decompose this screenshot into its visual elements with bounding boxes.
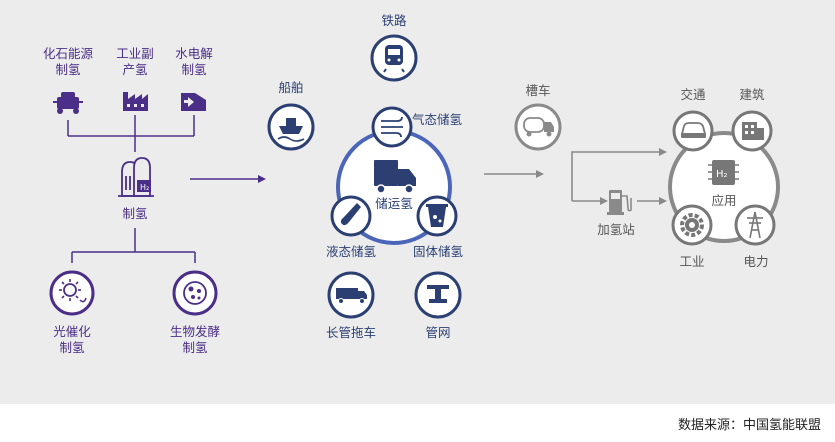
electrolysis-icon — [181, 93, 206, 111]
railway-label: 铁路 — [381, 13, 407, 28]
flow-arrows — [190, 148, 667, 205]
hydrogen-tank-icon: H₂ — [118, 157, 154, 197]
industry-label: 工业 — [679, 254, 705, 269]
production-connectors — [67, 115, 196, 263]
pipeline-label: 管网 — [425, 325, 451, 340]
ship-label: 船舶 — [278, 80, 304, 95]
data-source-note: 数据来源：中国氢能联盟 — [677, 418, 821, 433]
truck-icon — [374, 160, 416, 194]
hydrogen-station-label: 加氢站 — [597, 222, 635, 237]
photocatalysis-label: 光催化制氢 — [53, 324, 91, 355]
liquid-storage-icon — [330, 195, 372, 237]
tank-truck-icon — [514, 103, 562, 151]
building-label: 建筑 — [739, 87, 765, 102]
electrolysis-label: 水电解制氢 — [175, 46, 213, 77]
hydrogen-production-label: 制氢 — [122, 206, 148, 221]
solid-storage-label: 固体储氢 — [412, 244, 463, 259]
industry-gear-icon — [671, 204, 713, 246]
liquid-storage-label: 液态储氢 — [325, 244, 376, 259]
power-label: 电力 — [743, 254, 769, 269]
gas-storage-icon — [371, 106, 413, 148]
chip-icon: H₂ — [708, 160, 739, 185]
biofermentation-label: 生物发酵制氢 — [169, 324, 220, 355]
gas-storage-label: 气态储氢 — [412, 112, 463, 127]
power-tower-icon — [734, 204, 776, 246]
photocatalysis-icon — [49, 270, 95, 316]
industrial-byproduct-label: 工业副产氢 — [116, 46, 154, 77]
building-icon — [731, 110, 773, 152]
biofermentation-icon — [172, 270, 218, 316]
fossil-hydrogen-label: 化石能源制氢 — [42, 46, 93, 77]
pipeline-icon — [414, 271, 462, 319]
car-icon — [672, 110, 714, 152]
factory-icon — [123, 92, 148, 111]
ship-icon — [267, 103, 315, 151]
storage-transport-label: 储运氢 — [375, 196, 413, 211]
svg-text:H₂: H₂ — [140, 183, 149, 192]
solid-storage-icon — [416, 195, 458, 237]
tube-trailer-label: 长管拖车 — [325, 325, 376, 340]
svg-text:H₂: H₂ — [716, 169, 728, 180]
railway-icon — [370, 34, 418, 82]
station-icon — [607, 190, 632, 215]
application-label: 应用 — [711, 193, 737, 208]
fossil-energy-icon — [53, 92, 83, 114]
tube-trailer-icon — [327, 271, 375, 319]
transport-label: 交通 — [680, 87, 706, 102]
tank-truck-label: 槽车 — [525, 83, 551, 98]
